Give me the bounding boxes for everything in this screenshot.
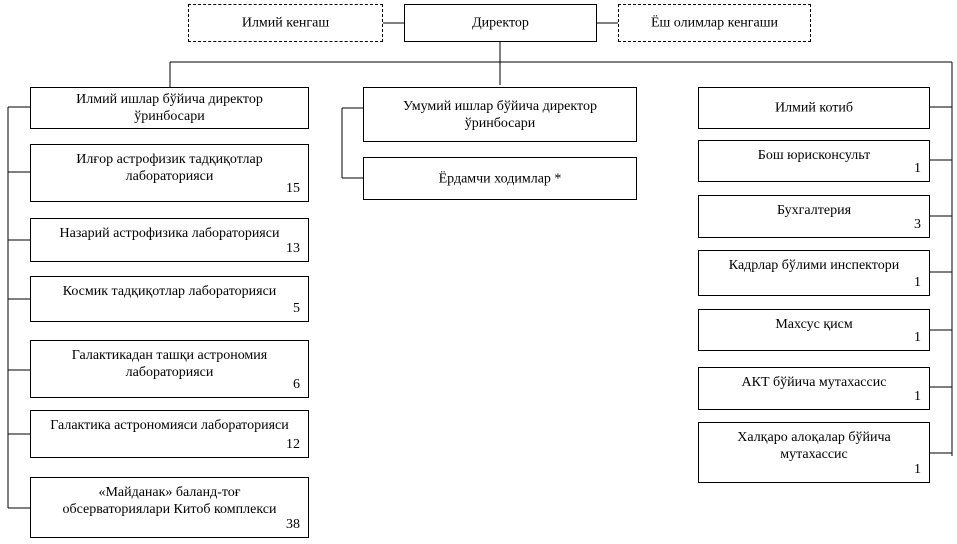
staff-count: 12 bbox=[286, 437, 300, 452]
unit-label: Махсус қисм bbox=[775, 317, 853, 332]
unit-label: Кадрлар бўлими инспектори bbox=[728, 258, 900, 273]
lab-box: Илғор астрофизик тадқиқотлар лаборатория… bbox=[30, 144, 309, 202]
young-scientists-council-box: Ёш олимлар кенгаши bbox=[618, 4, 811, 42]
staff-count: 38 bbox=[286, 517, 300, 532]
staff-count: 5 bbox=[293, 301, 300, 316]
unit-label: Бухгалтерия bbox=[776, 203, 852, 218]
unit-box: Кадрлар бўлими инспектори 1 bbox=[698, 250, 930, 296]
lab-box: Галактикадан ташқи астрономия лаборатори… bbox=[30, 340, 309, 398]
unit-box: Бош юрисконсульт 1 bbox=[698, 140, 930, 182]
young-scientists-council-label: Ёш олимлар кенгаши bbox=[650, 15, 779, 31]
staff-count: 1 bbox=[914, 389, 921, 404]
scientific-secretary-label: Илмий котиб bbox=[774, 100, 854, 116]
general-deputy-box: Умумий ишлар бўйича директор ўринбосари bbox=[363, 87, 637, 142]
unit-label: Халқаро алоқалар бўйича мутахассис bbox=[737, 430, 891, 462]
lab-label: «Майданак» баланд-тоғ обсерваториялари К… bbox=[62, 485, 277, 517]
lab-label: Назарий астрофизика лабораторияси bbox=[59, 226, 280, 241]
staff-count: 6 bbox=[293, 377, 300, 392]
staff-count: 1 bbox=[914, 462, 921, 477]
support-staff-label: Ёрдамчи ходимлар * bbox=[438, 171, 562, 186]
unit-label: Бош юрисконсульт bbox=[757, 148, 871, 163]
lab-label: Космик тадқиқотлар лабораторияси bbox=[62, 284, 277, 299]
lab-box: «Майданак» баланд-тоғ обсерваториялари К… bbox=[30, 477, 309, 538]
unit-box: Махсус қисм 1 bbox=[698, 309, 930, 351]
scientific-council-box: Илмий кенгаш bbox=[188, 4, 383, 42]
scientific-council-label: Илмий кенгаш bbox=[241, 15, 330, 31]
lab-label: Илғор астрофизик тадқиқотлар лаборатория… bbox=[76, 152, 263, 184]
staff-count: 3 bbox=[914, 217, 921, 232]
science-deputy-label: Илмий ишлар бўйича директор ўринбосари bbox=[76, 92, 263, 124]
general-deputy-label: Умумий ишлар бўйича директор ўринбосари bbox=[403, 98, 597, 131]
staff-count: 15 bbox=[286, 181, 300, 196]
staff-count: 13 bbox=[286, 241, 300, 256]
director-label: Директор bbox=[472, 15, 529, 31]
unit-box: АКТ бўйича мутахассис 1 bbox=[698, 367, 930, 410]
lab-box: Назарий астрофизика лабораторияси 13 bbox=[30, 218, 309, 262]
scientific-secretary-box: Илмий котиб bbox=[698, 87, 930, 129]
support-staff-box: Ёрдамчи ходимлар * bbox=[363, 157, 637, 200]
staff-count: 1 bbox=[914, 161, 921, 176]
science-deputy-box: Илмий ишлар бўйича директор ўринбосари bbox=[30, 87, 309, 129]
unit-box: Халқаро алоқалар бўйича мутахассис 1 bbox=[698, 422, 930, 483]
unit-label: АКТ бўйича мутахассис bbox=[741, 375, 887, 390]
lab-label: Галактикадан ташқи астрономия лаборатори… bbox=[71, 348, 268, 380]
lab-box: Космик тадқиқотлар лабораторияси 5 bbox=[30, 276, 309, 322]
lab-box: Галактика астрономияси лабораторияси 12 bbox=[30, 410, 309, 458]
director-box: Директор bbox=[404, 4, 597, 42]
unit-box: Бухгалтерия 3 bbox=[698, 195, 930, 238]
staff-count: 1 bbox=[914, 275, 921, 290]
staff-count: 1 bbox=[914, 330, 921, 345]
lab-label: Галактика астрономияси лабораторияси bbox=[50, 418, 289, 433]
